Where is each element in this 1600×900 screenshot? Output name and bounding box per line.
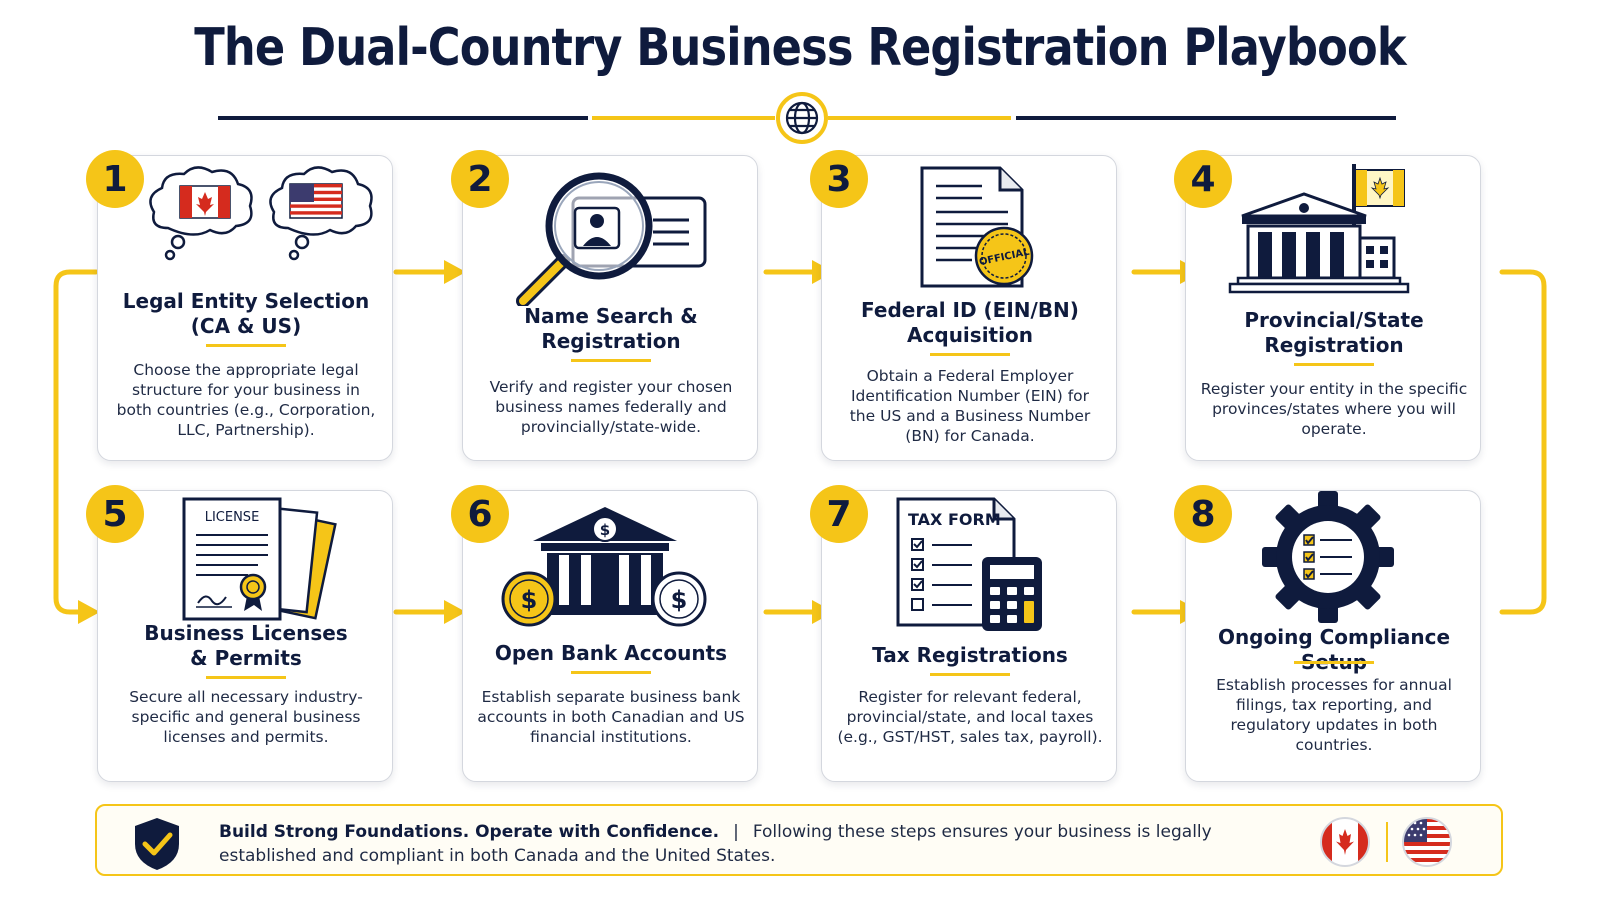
globe-icon (776, 92, 828, 144)
step-card-5: LICENSE 5 Business Licenses& Permits Sec… (86, 485, 393, 782)
footer-tagline: Build Strong Foundations. Operate with C… (219, 822, 720, 842)
heading-underline (1294, 661, 1374, 664)
footer-text: Build Strong Foundations. Operate with C… (219, 820, 1309, 868)
step-heading: Open Bank Accounts (494, 641, 728, 665)
shield-check-icon (135, 818, 179, 870)
tax-form-calculator-icon: TAX FORM (896, 497, 1042, 631)
step-heading: Tax Registrations (872, 643, 1068, 667)
step-card-1: 1 Legal Entity Selection(CA & US) Choose… (86, 150, 393, 461)
canada-us-thought-bubbles-icon (149, 166, 373, 261)
step-description: Obtain a Federal Employer Identification… (849, 367, 1091, 445)
flag-divider (1386, 822, 1388, 862)
step-description: Register for relevant federal, provincia… (837, 688, 1103, 746)
step-number: 1 (86, 150, 144, 208)
step-number: 6 (451, 485, 509, 543)
heading-underline (1294, 363, 1374, 366)
step-heading: Name Search &Registration (524, 304, 698, 353)
step-description: Establish processes for annual filings, … (1216, 676, 1452, 754)
footer-banner: Build Strong Foundations. Operate with C… (95, 804, 1503, 876)
official-document-icon: OFFICIAL (920, 166, 1034, 288)
svg-text:LICENSE: LICENSE (205, 510, 260, 525)
heading-underline (206, 344, 286, 347)
step-number: 3 (810, 150, 868, 208)
title-rule-right (1016, 116, 1396, 120)
svg-text:TAX FORM: TAX FORM (908, 510, 1001, 529)
svg-text:$: $ (600, 521, 610, 539)
step-heading: Federal ID (EIN/BN)Acquisition (861, 298, 1079, 347)
title-rule-accent-right (828, 116, 1011, 120)
step-number: 2 (451, 150, 509, 208)
heading-underline (206, 676, 286, 679)
step-card-2: 2 Name Search &Registration Verify and r… (451, 150, 758, 461)
government-building-flag-icon (1228, 164, 1410, 294)
step-number: 8 (1174, 485, 1232, 543)
title-rule-left (218, 116, 588, 120)
svg-text:$: $ (521, 586, 538, 614)
step-description: Verify and register your chosen business… (489, 378, 733, 436)
step-description: Register your entity in the specific pro… (1200, 380, 1468, 438)
step-heading: Business Licenses& Permits (144, 621, 348, 670)
heading-underline (571, 359, 651, 362)
step-description: Choose the appropriate legal structure f… (116, 361, 376, 439)
page-title: The Dual-Country Business Registration P… (194, 18, 1406, 78)
step-description: Secure all necessary industry-specific a… (129, 688, 363, 746)
step-card-8: 8 Ongoing Compliance Setup Establish pro… (1174, 485, 1481, 782)
heading-underline (930, 353, 1010, 356)
bank-coins-icon: $ $ $ (501, 507, 707, 627)
step-number: 4 (1174, 150, 1232, 208)
license-documents-icon: LICENSE (182, 497, 337, 621)
gear-checklist-icon (1262, 491, 1394, 623)
footer-separator: | (733, 822, 739, 842)
step-description: Establish separate business bank account… (477, 688, 745, 746)
title-rule-accent-left (592, 116, 775, 120)
magnifier-id-card-icon (516, 172, 707, 306)
step-card-3: OFFICIAL 3 Federal ID (EIN/BN)Acquisitio… (810, 150, 1117, 461)
heading-underline (930, 673, 1010, 676)
step-card-6: $ $ $ 6 Open Bank Accounts Establish sep… (451, 485, 758, 782)
step-number: 7 (810, 485, 868, 543)
step-card-7: TAX FORM 7 Tax Registrations Register fo… (810, 485, 1117, 782)
step-heading: Ongoing Compliance Setup (1217, 625, 1451, 674)
us-flag-icon (1402, 817, 1452, 867)
step-number: 5 (86, 485, 144, 543)
canada-flag-icon (1320, 817, 1370, 867)
heading-underline (571, 671, 651, 674)
step-heading: Legal Entity Selection(CA & US) (122, 289, 370, 338)
svg-text:$: $ (671, 586, 688, 614)
footer-message: Following these steps ensures your busin… (219, 822, 1212, 866)
